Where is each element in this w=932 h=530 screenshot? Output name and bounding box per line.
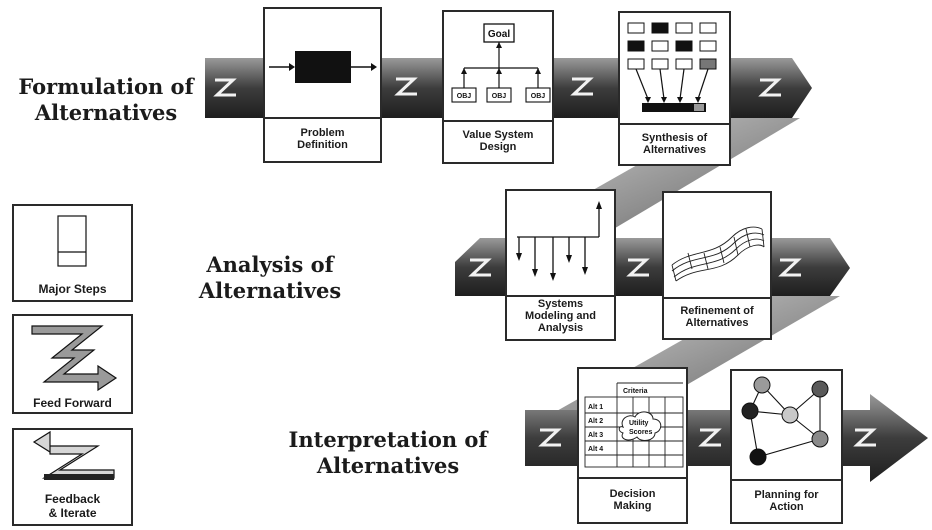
refinement-label-2: Alternatives (685, 316, 749, 329)
z-symbol-4 (758, 78, 782, 97)
z-symbol-5 (468, 258, 492, 277)
phase-interpretation-line1: Interpretation of (288, 427, 488, 452)
synthesis-label-1: Synthesis of (641, 131, 708, 144)
problem-definition-label-1: Problem (300, 127, 345, 139)
value-system-illustration: Goal OBJ OBJ OBJ (444, 12, 552, 122)
legend-major-steps-text: Major Steps (38, 282, 107, 296)
phase-formulation-line2: Alternatives (34, 100, 178, 125)
decision-matrix-illustration: Criteria Alt 1 Alt 2 Alt 3 Alt 4 Utility… (579, 369, 686, 479)
step-decision-making: Criteria Alt 1 Alt 2 Alt 3 Alt 4 Utility… (577, 367, 688, 524)
planning-network-illustration (732, 371, 841, 481)
obj-3-text: OBJ (531, 93, 546, 100)
network-node-3 (781, 406, 799, 424)
network-node-1 (753, 376, 771, 394)
feed-forward-icon (31, 325, 118, 392)
synthesis-illustration (620, 13, 729, 125)
alt-1-text: Alt 1 (588, 404, 603, 411)
synthesis-label-2: Alternatives (643, 143, 706, 156)
legend-feed-forward-text: Feed Forward (33, 396, 112, 410)
step-systems-modeling: Systems Modeling and Analysis (505, 189, 616, 341)
z-symbol-7 (778, 258, 802, 277)
phase-analysis-line1: Analysis of (206, 252, 334, 277)
step-planning-for-action: Planning for Action (730, 369, 843, 524)
legend-feedback-line2: & Iterate (48, 506, 97, 520)
major-steps-icon (57, 215, 87, 267)
z-symbol-10 (853, 428, 877, 447)
phase-interpretation-line2: Alternatives (316, 453, 460, 478)
network-node-6 (749, 448, 767, 466)
refinement-surface-illustration (664, 193, 770, 299)
feedback-icon (32, 430, 115, 480)
network-node-5 (811, 430, 829, 448)
problem-definition-illustration (265, 9, 380, 119)
goal-text: Goal (488, 29, 510, 40)
legend-feedback-line1: Feedback (44, 492, 101, 506)
systems-modeling-illustration (507, 191, 614, 297)
z-symbol-3 (570, 77, 594, 96)
planning-label-1: Planning for (754, 488, 819, 501)
criteria-text: Criteria (623, 388, 648, 395)
legend-feedback-text: Feedback & Iterate (14, 492, 131, 520)
obj-2-text: OBJ (492, 93, 507, 100)
z-symbol-8 (538, 428, 562, 447)
utility-text: Utility (629, 420, 649, 427)
legend-feedback: Feedback & Iterate (12, 428, 133, 526)
z-symbols (213, 77, 877, 447)
systems-modeling-label-3: Analysis (537, 322, 584, 334)
scores-text: Scores (629, 429, 652, 436)
network-node-2 (741, 402, 759, 420)
planning-label-2: Action (769, 500, 804, 513)
phase-analysis: Analysis of Alternatives (180, 252, 360, 304)
value-system-label-1: Value System (462, 129, 534, 141)
z-symbol-2 (394, 77, 418, 96)
step-synthesis: Synthesis of Alternatives (618, 11, 731, 166)
z-symbol-6 (626, 258, 650, 277)
z-symbol-1 (213, 78, 237, 97)
step-refinement: Refinement of Alternatives (662, 191, 772, 340)
systems-modeling-label-1: Systems (537, 298, 584, 310)
decision-making-label-1: Decision (609, 487, 656, 500)
problem-definition-label-2: Definition (297, 139, 348, 151)
refinement-label-1: Refinement of (680, 304, 754, 317)
alt-3-text: Alt 3 (588, 432, 603, 439)
step-value-system-design: Goal OBJ OBJ OBJ Value System Design (442, 10, 554, 164)
decision-making-label-2: Making (613, 499, 652, 512)
alt-2-text: Alt 2 (588, 418, 603, 425)
legend-major-steps: Major Steps (12, 204, 133, 302)
phase-interpretation: Interpretation of Alternatives (270, 427, 506, 479)
phase-analysis-line2: Alternatives (198, 278, 342, 303)
legend-feed-forward: Feed Forward (12, 314, 133, 414)
phase-formulation: Formulation of Alternatives (8, 74, 204, 126)
step-problem-definition: Problem Definition (263, 7, 382, 163)
systems-modeling-label-2: Modeling and (525, 310, 596, 322)
value-system-label-2: Design (479, 141, 517, 153)
obj-1-text: OBJ (457, 93, 472, 100)
network-node-4 (811, 380, 829, 398)
alt-4-text: Alt 4 (588, 446, 603, 453)
z-symbol-9 (698, 428, 722, 447)
phase-formulation-line1: Formulation of (18, 74, 194, 99)
